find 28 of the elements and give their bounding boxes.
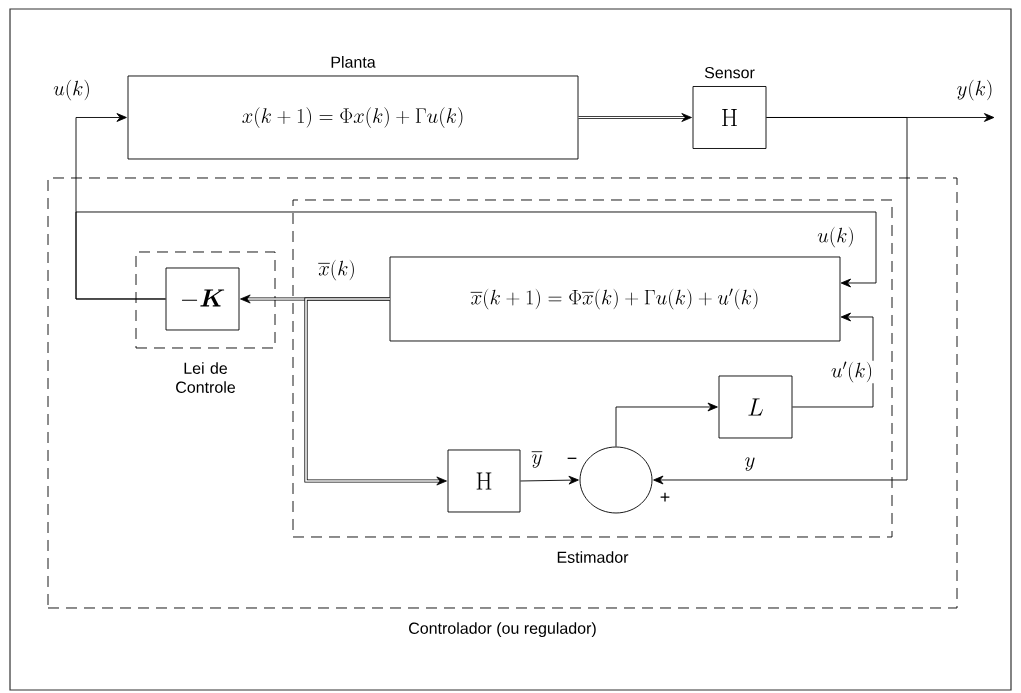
block-heading: Planta xyxy=(331,56,376,68)
gain-box: $-\boldsymbol{K}$ xyxy=(165,267,240,331)
gain-box: $L$ xyxy=(718,375,793,439)
estimator-box: $\overline{x}(k+1) = \Phi \overline{x}(k) + \Gamma u(k) + u'(k)$ xyxy=(389,256,841,342)
sign-label: − xyxy=(567,457,577,459)
edge-label: $y$ xyxy=(743,456,757,472)
block-heading: Lei de Controle xyxy=(176,362,235,393)
block-heading: Estimador xyxy=(557,551,629,563)
edge-label: $u'(k)$ xyxy=(830,360,874,384)
sensor-box: $\mathrm{H}$ xyxy=(692,86,767,149)
block-heading: Sensor xyxy=(704,67,755,79)
edge-label: $u(k)$ xyxy=(816,225,856,249)
sign-label: + xyxy=(660,492,670,502)
block-heading: Controlador (ou regulador) xyxy=(409,622,596,638)
arrow xyxy=(75,211,877,300)
edge-label: $y(k)$ xyxy=(955,78,995,102)
plant-box: $x(k+1) = \Phi x(k) + \Gamma u(k)$ xyxy=(127,75,579,160)
edge-label: $\overline{y}$ xyxy=(530,449,544,469)
arrow xyxy=(792,312,874,408)
arrow xyxy=(615,402,718,447)
arrow xyxy=(577,113,692,122)
summing-junction xyxy=(579,446,653,514)
arrow xyxy=(653,117,908,485)
edge-label: $\overline{x}(k)$ xyxy=(317,258,357,282)
arrow xyxy=(520,475,579,485)
arrow xyxy=(304,297,447,486)
measurement-box: $\mathrm{H}$ xyxy=(447,449,521,513)
edge-label: $u(k)$ xyxy=(52,78,92,102)
